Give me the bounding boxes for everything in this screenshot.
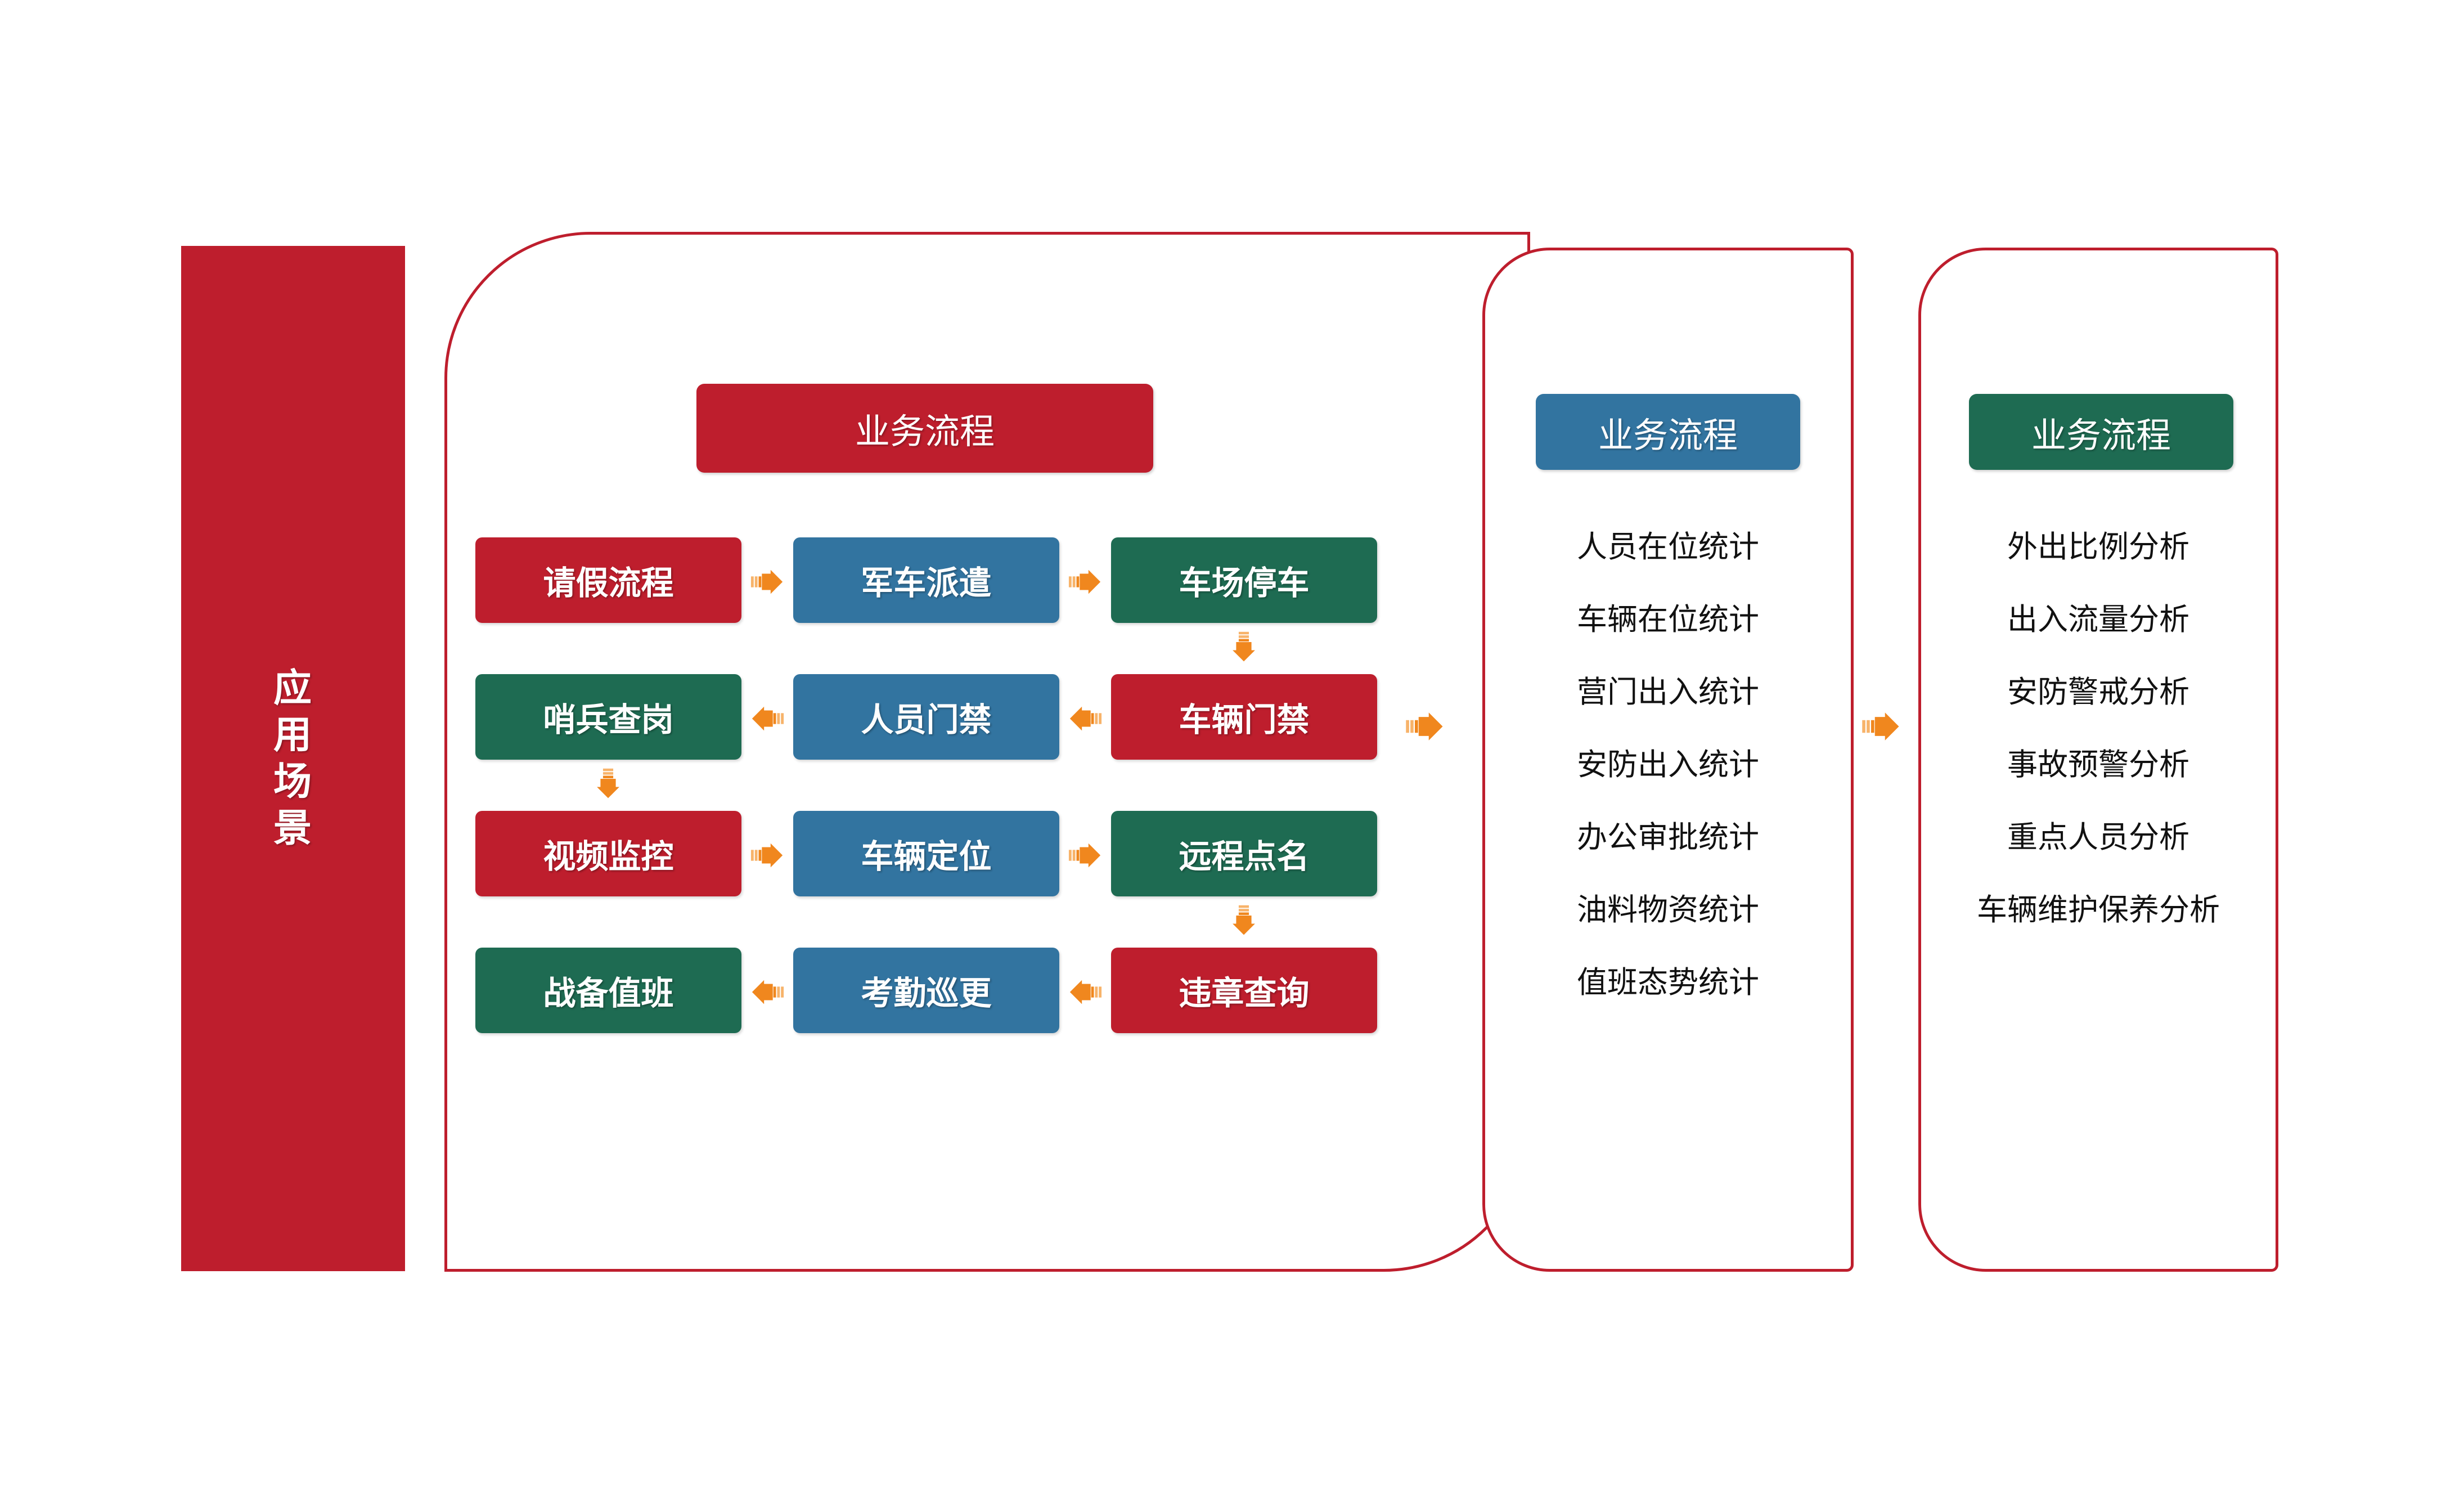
arrow-right-icon (1861, 706, 1901, 747)
flow-cell-remote-rollcall[interactable]: 远程点名 (1111, 811, 1377, 896)
arrow-left-icon (1068, 975, 1103, 1010)
arrow-left-icon (750, 975, 785, 1010)
flow-cell-combat-duty[interactable]: 战备值班 (475, 948, 741, 1033)
flow-cell-leave-process[interactable]: 请假流程 (475, 537, 741, 623)
arrow-right-icon (1068, 838, 1103, 873)
flow-cell-personnel-access[interactable]: 人员门禁 (793, 674, 1059, 760)
analysis-list: 外出比例分析 出入流量分析 安防警戒分析 事故预警分析 重点人员分析 车辆维护保… (1918, 532, 2278, 967)
flow-cell-military-dispatch[interactable]: 军车派遣 (793, 537, 1059, 623)
flow-cell-vehicle-location[interactable]: 车辆定位 (793, 811, 1059, 896)
list-item[interactable]: 办公审批统计 (1577, 820, 1759, 854)
scenario-bar-label: 应用场景 (273, 667, 313, 850)
list-item[interactable]: 事故预警分析 (2007, 748, 2189, 782)
flow-cell-parking-lot[interactable]: 车场停车 (1111, 537, 1377, 623)
flow-cell-video-surveillance[interactable]: 视频监控 (475, 811, 741, 896)
list-item[interactable]: 安防出入统计 (1577, 748, 1759, 782)
arrow-right-icon (750, 838, 785, 873)
arrow-down-icon (1227, 904, 1260, 937)
list-item[interactable]: 车辆维护保养分析 (1977, 893, 2220, 927)
list-item[interactable]: 车辆在位统计 (1577, 603, 1759, 636)
list-item[interactable]: 人员在位统计 (1577, 530, 1759, 564)
list-item[interactable]: 外出比例分析 (2007, 530, 2189, 564)
flow-cell-sentry-check[interactable]: 哨兵查岗 (475, 674, 741, 760)
stats-panel-header: 业务流程 (1536, 394, 1800, 470)
stats-list: 人员在位统计 车辆在位统计 营门出入统计 安防出入统计 办公审批统计 油料物资统… (1482, 532, 1854, 1040)
arrow-right-icon (750, 564, 785, 599)
list-item[interactable]: 油料物资统计 (1577, 893, 1759, 927)
list-item[interactable]: 安防警戒分析 (2007, 675, 2189, 709)
flow-cell-attendance-patrol[interactable]: 考勤巡更 (793, 948, 1059, 1033)
flow-cell-vehicle-access[interactable]: 车辆门禁 (1111, 674, 1377, 760)
arrow-down-icon (1227, 631, 1260, 663)
flow-cell-violation-query[interactable]: 违章查询 (1111, 948, 1377, 1033)
scenario-bar: 应用场景 (181, 246, 405, 1271)
flow-grid: 请假流程 军车派遣 车场停车 哨兵查岗 人员门禁 车辆门禁 视频监控 车辆定位 … (475, 537, 1505, 1033)
list-item[interactable]: 值班态势统计 (1577, 966, 1759, 999)
list-item[interactable]: 重点人员分析 (2007, 820, 2189, 854)
analysis-panel-header: 业务流程 (1969, 394, 2233, 470)
list-item[interactable]: 出入流量分析 (2007, 603, 2189, 636)
flow-panel-header: 业务流程 (696, 384, 1153, 473)
arrow-left-icon (750, 701, 785, 736)
arrow-left-icon (1068, 701, 1103, 736)
arrow-right-icon (1068, 564, 1103, 599)
arrow-right-icon (1405, 706, 1445, 747)
arrow-down-icon (592, 768, 624, 800)
list-item[interactable]: 营门出入统计 (1577, 675, 1759, 709)
